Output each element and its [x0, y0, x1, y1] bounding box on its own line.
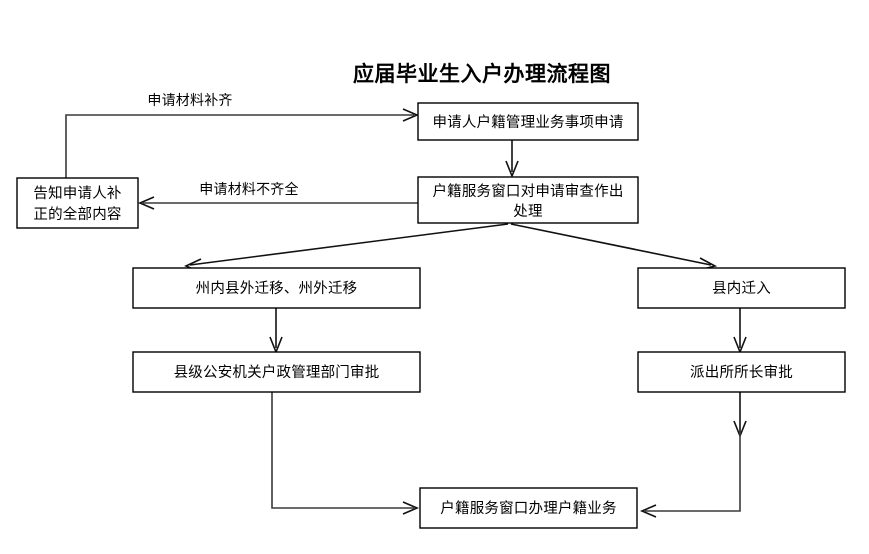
node-move-out-label: 州内县外迁移、州外迁移	[196, 280, 358, 297]
node-apply[interactable]: 申请人户籍管理业务事项申请	[417, 102, 639, 141]
edge-materials-complete	[65, 108, 420, 178]
node-window-process-label: 户籍服务窗口办理户籍业务	[440, 499, 616, 517]
edge-materials-incomplete	[137, 196, 418, 210]
node-station-approval-rect[interactable]	[637, 351, 846, 393]
node-apply-label: 申请人户籍管理业务事项申请	[432, 114, 623, 131]
node-notify-label-line1: 告知申请人补	[33, 185, 121, 202]
node-station-approval-label: 派出所所长审批	[690, 364, 793, 381]
edge-review-to-move-in	[510, 223, 718, 271]
edge-move-in-to-station-approval	[733, 308, 747, 355]
edge-apply-to-review	[505, 140, 519, 179]
node-notify-rect[interactable]	[16, 177, 139, 229]
node-move-in-rect[interactable]	[637, 267, 846, 309]
edge-station-approval-to-window	[639, 392, 747, 518]
node-window-process-rect[interactable]	[419, 487, 638, 529]
node-move-out[interactable]: 州内县外迁移、州外迁移	[132, 267, 421, 309]
node-move-out-rect[interactable]	[132, 267, 421, 309]
edge-move-out-to-county-approval	[269, 308, 283, 355]
node-notify[interactable]: 告知申请人补 正的全部内容	[16, 177, 139, 229]
node-county-approval-label: 县级公安机关户政管理部门审批	[174, 364, 380, 381]
node-station-approval[interactable]: 派出所所长审批	[637, 351, 846, 393]
edge-label-materials-incomplete: 申请材料不齐全	[199, 181, 298, 198]
edge-label-materials-complete: 申请材料补齐	[147, 93, 232, 109]
edge-county-approval-to-window	[271, 392, 420, 515]
node-window-process[interactable]: 户籍服务窗口办理户籍业务	[419, 487, 638, 529]
node-review-label-line2: 处理	[513, 203, 543, 220]
node-move-in-label: 县内迁入	[712, 280, 771, 297]
node-county-approval[interactable]: 县级公安机关户政管理部门审批	[132, 351, 421, 393]
node-notify-label-line2: 正的全部内容	[33, 205, 121, 223]
node-move-in[interactable]: 县内迁入	[637, 267, 846, 309]
node-review-label-line1: 户籍服务窗口对申请审查作出	[432, 182, 623, 200]
node-apply-rect[interactable]	[417, 102, 639, 141]
edge-review-to-move-out	[184, 223, 509, 273]
node-review[interactable]: 户籍服务窗口对申请审查作出 处理	[417, 176, 639, 224]
node-review-rect[interactable]	[417, 176, 639, 224]
page-title: 应届毕业生入户办理流程图	[353, 62, 611, 86]
node-county-approval-rect[interactable]	[132, 351, 421, 393]
